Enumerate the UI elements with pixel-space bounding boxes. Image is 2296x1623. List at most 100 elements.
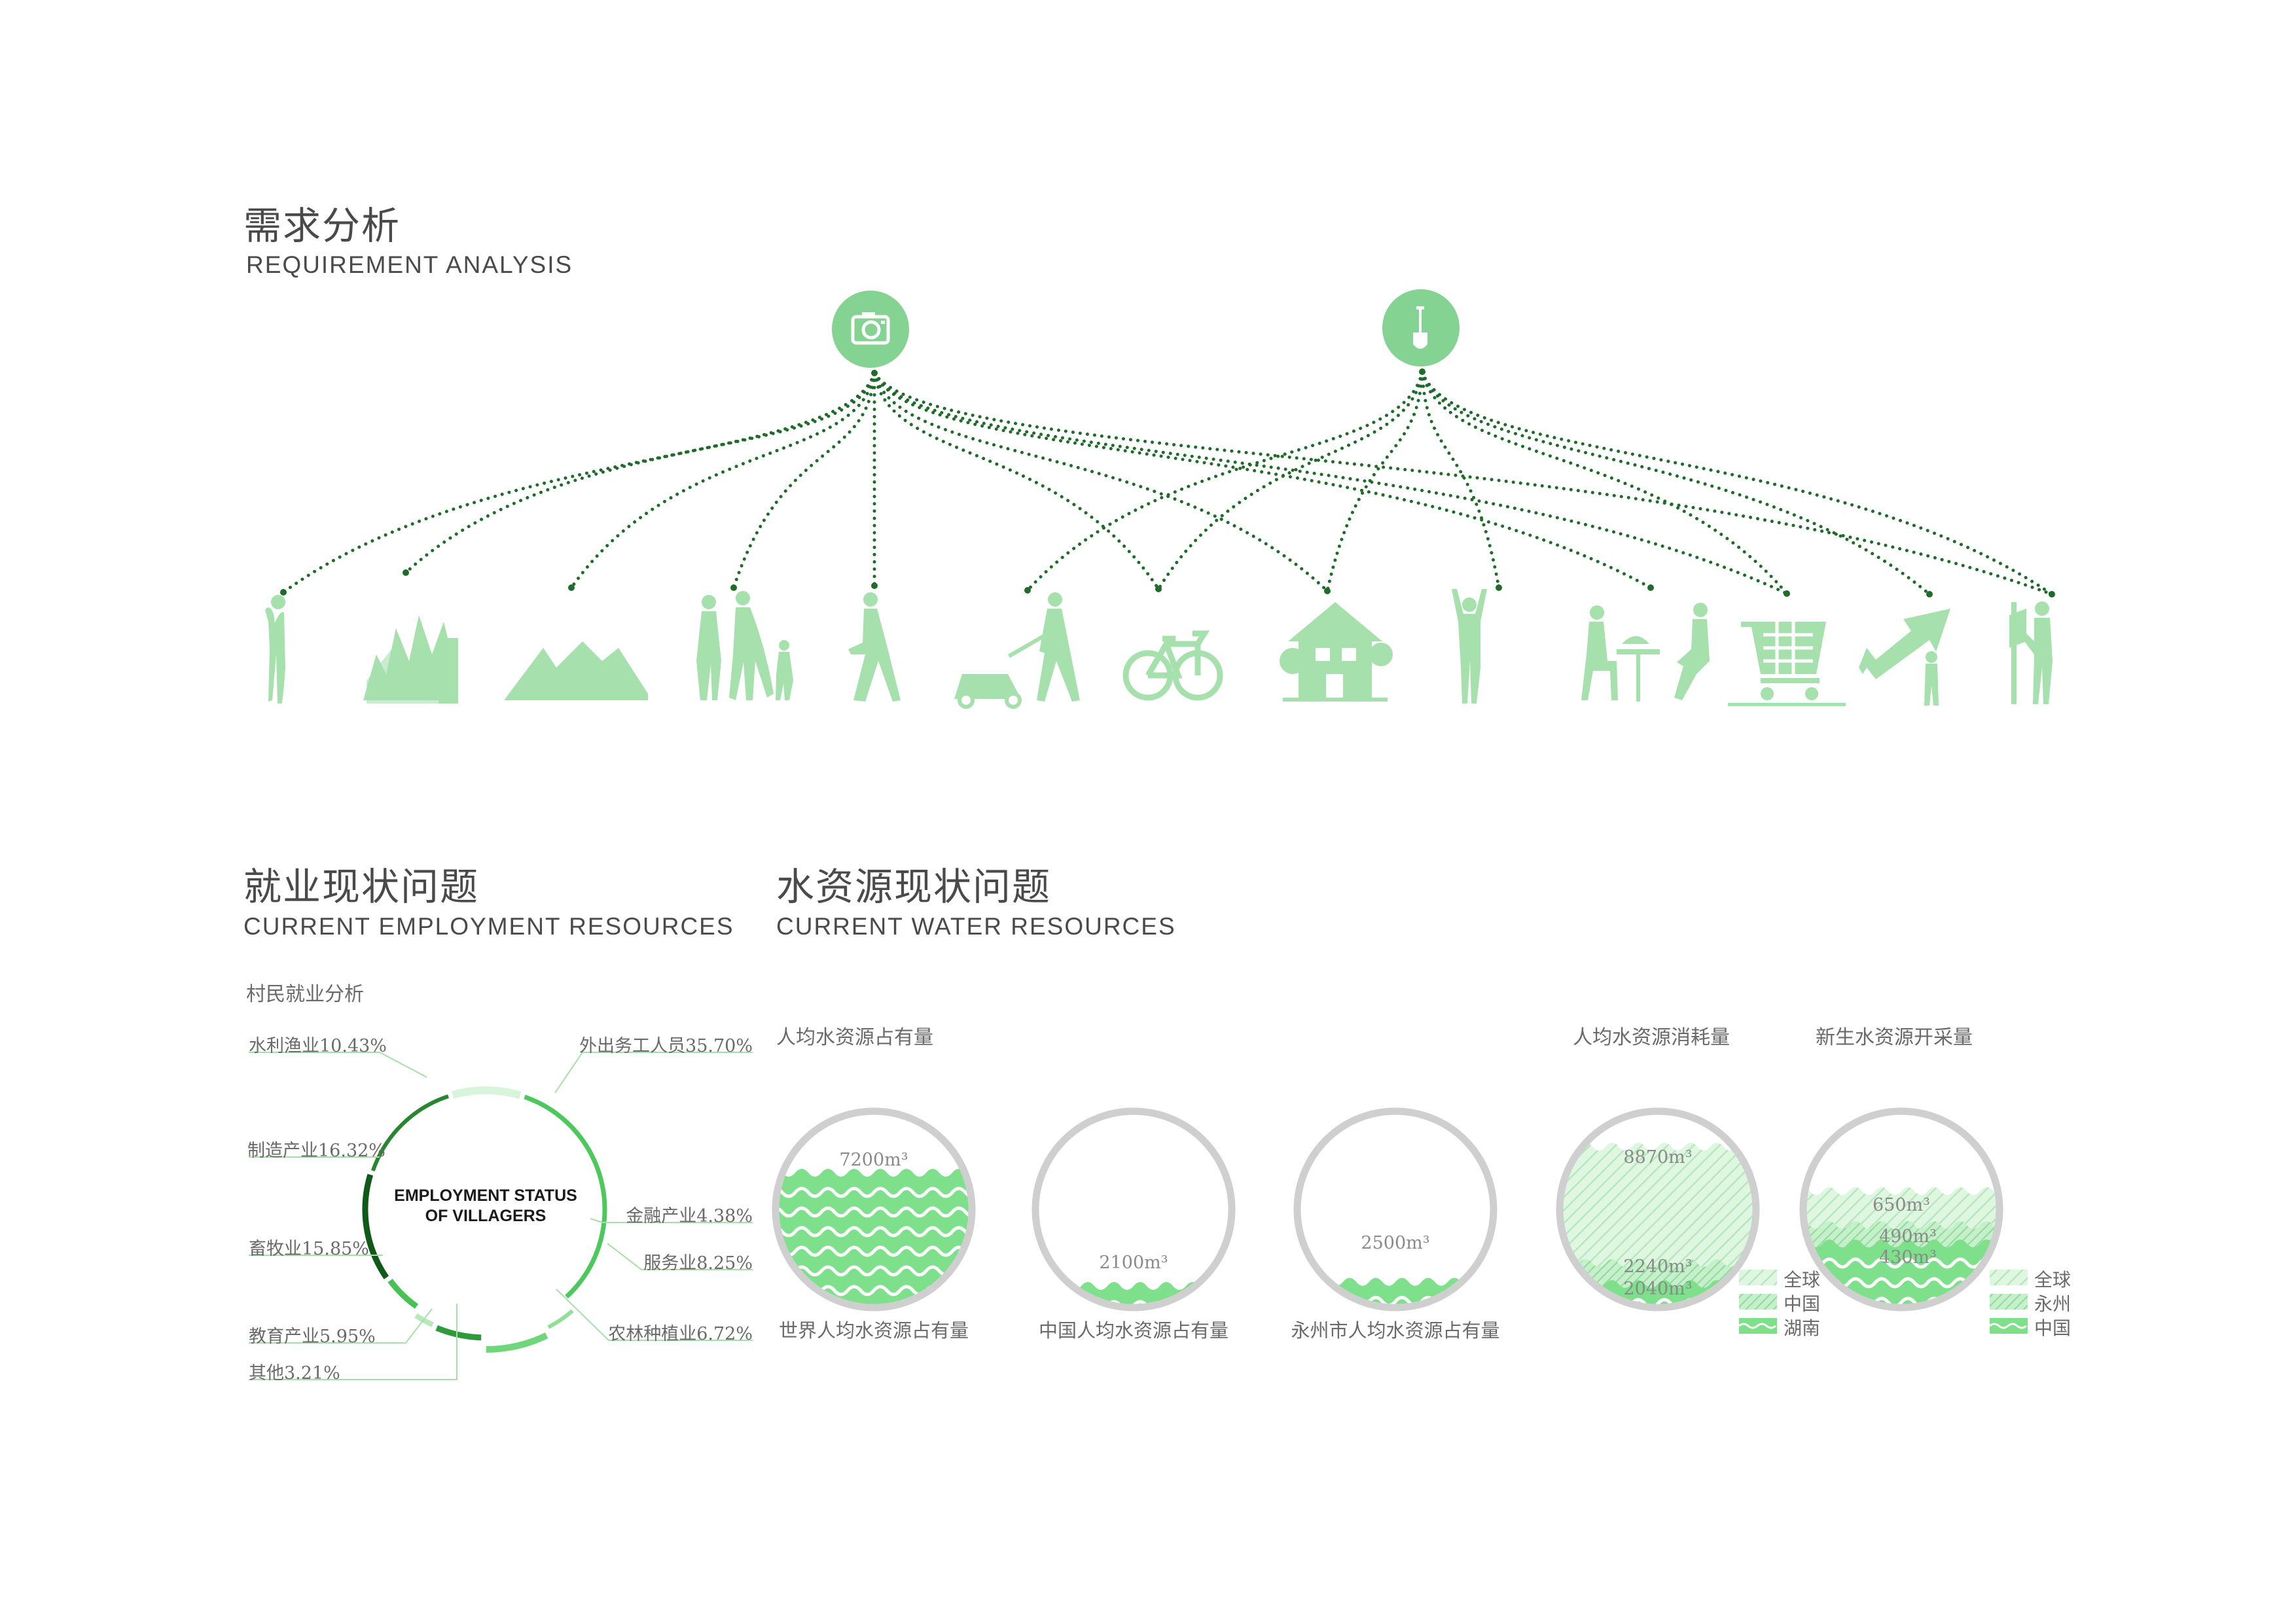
ring-segment-水利渔业 xyxy=(452,1086,522,1099)
water-caption-china: 中国人均水资源占有量 xyxy=(1038,1319,1229,1342)
leader-line-finance xyxy=(590,1218,753,1223)
ring-segment-外出务工人员 xyxy=(524,1094,607,1299)
link-endpoint xyxy=(1155,586,1162,592)
legend-label-china-1: 中国 xyxy=(1784,1293,1821,1315)
leader-line-water-fishery xyxy=(249,1052,427,1078)
water-value-world: 7200m³ xyxy=(839,1150,908,1170)
leader-line-service xyxy=(607,1243,753,1270)
link-endpoint xyxy=(1419,368,1426,375)
family-walking-icon xyxy=(696,591,793,700)
house-icon xyxy=(1280,602,1393,702)
center-label-line1: EMPLOYMENT STATUS xyxy=(394,1186,577,1205)
employment-subtitle: 村民就业分析 xyxy=(246,983,364,1006)
camera-icon xyxy=(832,291,909,368)
water-circle-world xyxy=(772,1107,976,1311)
shopping-cart-icon xyxy=(1728,622,1846,706)
requirement-title-en: REQUIREMENT ANALYSIS xyxy=(246,251,573,278)
leader-line-agriculture xyxy=(556,1289,753,1341)
dotted-link xyxy=(1026,370,1424,592)
link-endpoint xyxy=(568,584,575,591)
legend-swatch-global-1 xyxy=(1739,1270,1777,1285)
water-subtitle-per-capita: 人均水资源占有量 xyxy=(776,1026,933,1049)
label-service: 服务业8.25% xyxy=(643,1253,753,1274)
ring-segment-畜牧业 xyxy=(362,1173,389,1279)
water-subtitle-new: 新生水资源开采量 xyxy=(1816,1026,1973,1049)
dotted-link xyxy=(404,371,876,575)
forest-fire-icon xyxy=(363,615,458,704)
legend-swatch-global-2 xyxy=(1990,1270,2028,1285)
requirement-connections xyxy=(280,368,2055,597)
employment-title-en: CURRENT EMPLOYMENT RESOURCES xyxy=(243,913,734,940)
dining-people-icon xyxy=(1581,603,1710,702)
label-migrant-workers: 外出务工人员35.70% xyxy=(579,1036,753,1056)
water-circle-yongzhou xyxy=(1293,1107,1498,1311)
water-subtitle-consumption: 人均水资源消耗量 xyxy=(1573,1026,1730,1049)
standing-person-icon xyxy=(265,595,285,704)
consumption-value-china: 2240m³ xyxy=(1623,1257,1693,1277)
walking-person-icon xyxy=(848,592,901,702)
label-finance: 金融产业4.38% xyxy=(626,1206,753,1226)
legend-label-global-1: 全球 xyxy=(1784,1269,1821,1291)
link-endpoint xyxy=(2049,591,2055,597)
ring-segment-金融产业 xyxy=(547,1309,574,1329)
new-value-global: 650m³ xyxy=(1873,1195,1930,1215)
link-endpoint xyxy=(1647,584,1654,591)
dotted-link xyxy=(1325,370,1424,593)
employment-title-cn: 就业现状问题 xyxy=(243,865,480,909)
label-education: 教育产业5.95% xyxy=(249,1327,376,1347)
link-endpoint xyxy=(730,584,737,591)
ring-segment-制造产业 xyxy=(371,1094,449,1171)
water-caption-yongzhou: 永州市人均水资源占有量 xyxy=(1291,1319,1500,1342)
link-endpoint xyxy=(1324,588,1331,594)
water-value-yongzhou: 2500m³ xyxy=(1361,1233,1430,1253)
water-circle-consumption xyxy=(1556,1107,1760,1311)
label-manufacturing: 制造产业16.32% xyxy=(247,1141,386,1161)
leader-line-migrant xyxy=(554,1052,753,1094)
leader-line-other xyxy=(249,1304,457,1380)
center-label-line2: OF VILLAGERS xyxy=(425,1207,547,1225)
shovel-icon xyxy=(1382,289,1460,366)
consumption-value-hunan: 2040m³ xyxy=(1623,1279,1693,1299)
bicycle-icon xyxy=(1122,630,1223,701)
ring-segment-教育产业 xyxy=(387,1278,419,1309)
leader-line-education xyxy=(249,1308,433,1344)
lawn-mower-icon xyxy=(954,592,1080,709)
new-value-china: 430m³ xyxy=(1879,1247,1937,1268)
water-title-cn: 水资源现状问题 xyxy=(776,865,1052,909)
link-endpoint xyxy=(1784,590,1790,597)
dotted-link xyxy=(872,371,1160,591)
link-endpoint xyxy=(1024,587,1031,594)
link-endpoint xyxy=(871,370,878,376)
ring-segment-农林种植业 xyxy=(435,1325,482,1341)
employment-center-label: EMPLOYMENT STATUS OF VILLAGERS xyxy=(387,1186,584,1226)
link-endpoint xyxy=(1496,584,1502,591)
water-caption-world: 世界人均水资源占有量 xyxy=(778,1319,969,1342)
water-value-china: 2100m³ xyxy=(1099,1253,1168,1273)
label-other: 其他3.21% xyxy=(249,1363,340,1383)
mountains-icon xyxy=(504,641,648,700)
growth-arrow-icon xyxy=(1859,609,1950,705)
label-agriculture: 农林种植业6.72% xyxy=(608,1324,753,1344)
water-title-en: CURRENT WATER RESOURCES xyxy=(776,913,1176,940)
water-circle-new xyxy=(1799,1107,2003,1311)
link-endpoint xyxy=(403,569,409,576)
legend-swatch-yongzhou xyxy=(1990,1294,2028,1310)
link-endpoint xyxy=(280,589,287,596)
activity-icons-row xyxy=(265,589,2053,709)
ring-segment-服务业 xyxy=(486,1332,548,1353)
new-value-yongzhou: 490m³ xyxy=(1879,1226,1937,1247)
legend-label-yongzhou: 永州 xyxy=(2034,1293,2072,1315)
dotted-link xyxy=(1420,370,2054,596)
ring-segment-其他 xyxy=(414,1313,434,1327)
link-endpoint xyxy=(871,582,878,589)
label-livestock: 畜牧业15.85% xyxy=(249,1239,369,1259)
dotted-link xyxy=(1420,370,1931,596)
legend-label-china-2: 中国 xyxy=(2034,1317,2072,1339)
dotted-link xyxy=(1420,370,1789,596)
requirement-title-cn: 需求分析 xyxy=(243,204,401,248)
legend-label-hunan: 湖南 xyxy=(1784,1317,1821,1339)
dotted-link xyxy=(569,371,876,590)
legend-label-global-2: 全球 xyxy=(2034,1269,2072,1291)
